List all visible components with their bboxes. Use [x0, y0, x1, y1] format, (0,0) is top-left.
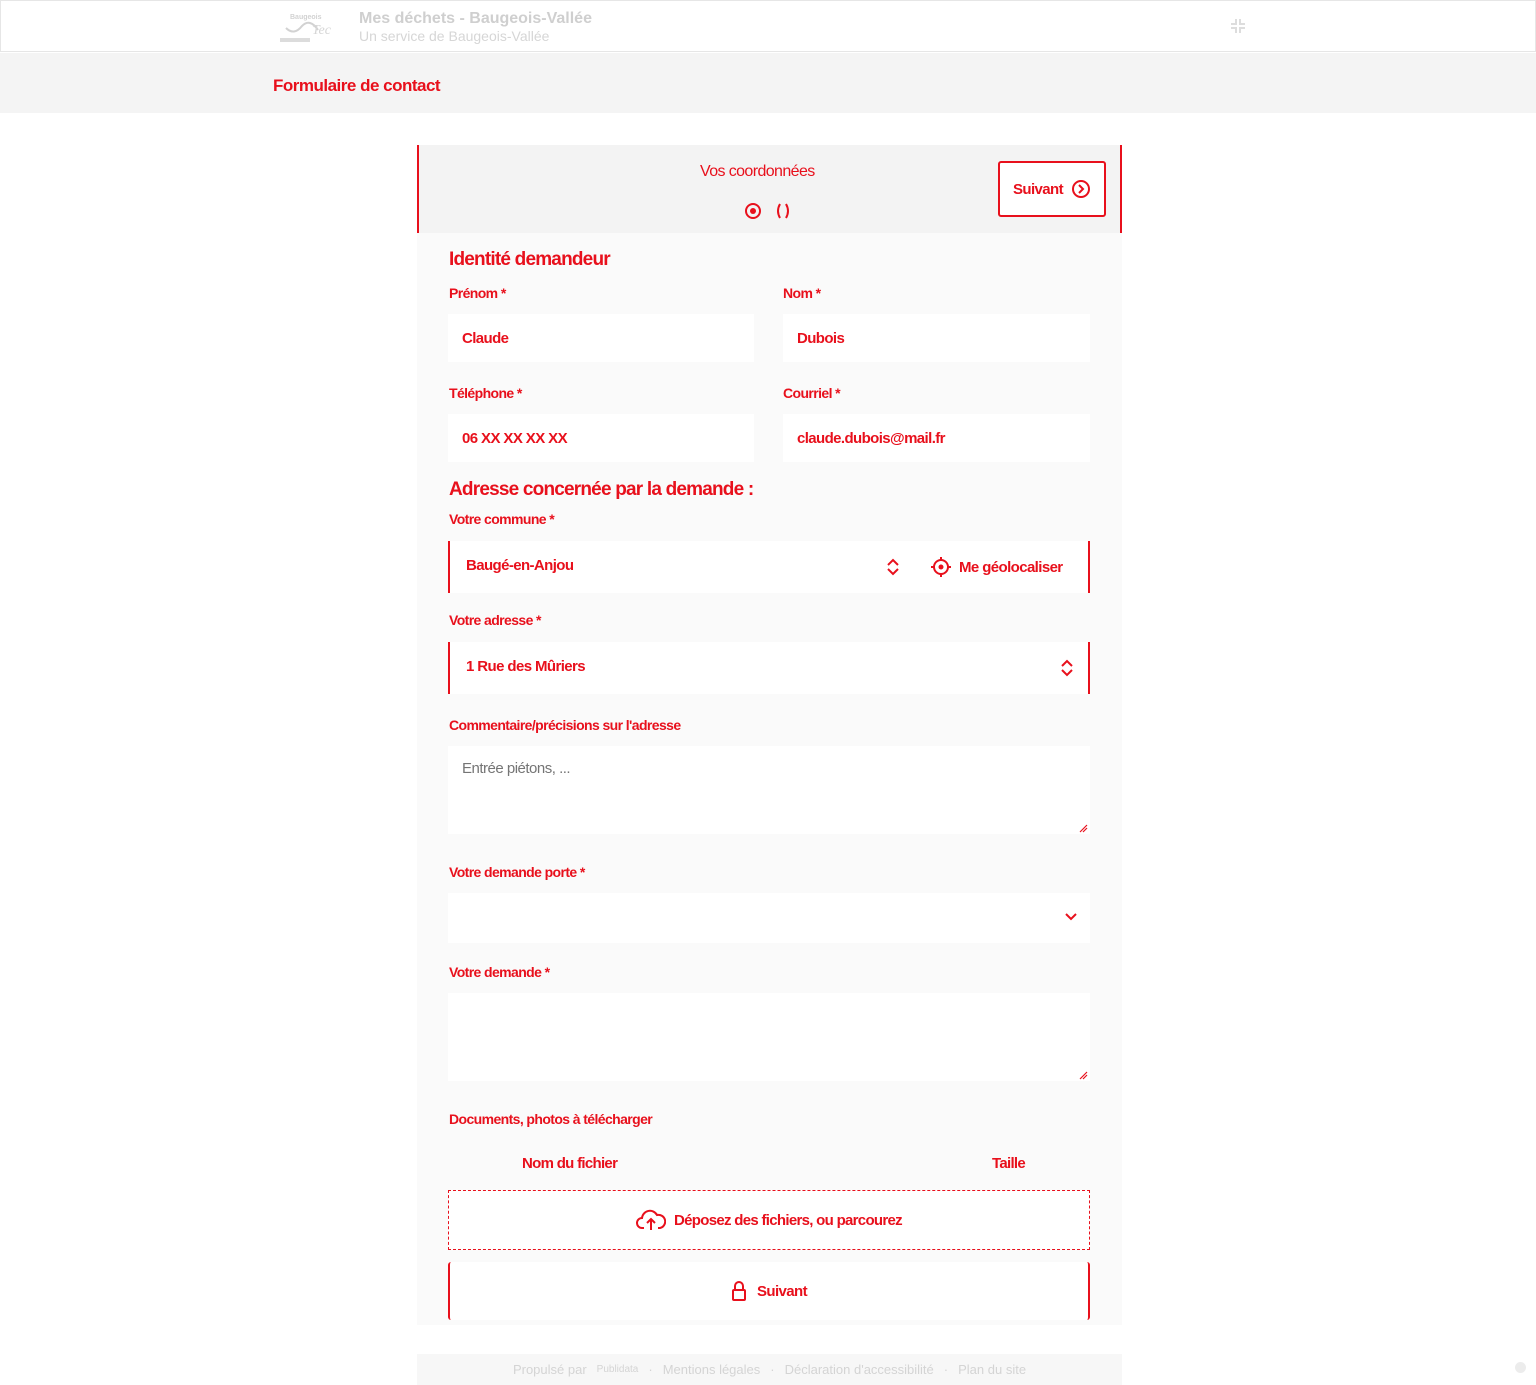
commune-label: Votre commune *	[449, 511, 555, 527]
step-dot-active-icon[interactable]	[744, 202, 762, 220]
logo[interactable]: Baugeois Tec	[276, 8, 346, 44]
next-button-label: Suivant	[1013, 180, 1064, 198]
footer-link-sitemap[interactable]: Plan du site	[958, 1362, 1027, 1377]
courriel-input[interactable]	[783, 414, 1090, 462]
resize-handle-icon[interactable]	[1078, 1070, 1088, 1080]
cloud-upload-icon	[636, 1209, 667, 1230]
adresse-label: Votre adresse *	[449, 612, 542, 628]
corner-indicator	[1515, 1362, 1526, 1373]
prenom-label: Prénom *	[449, 285, 506, 301]
adresse-value: 1 Rue des Mûriers	[466, 658, 586, 675]
top-bar	[0, 0, 1536, 52]
request-textarea[interactable]	[448, 993, 1090, 1081]
documents-heading: Documents, photos à télécharger	[449, 1111, 653, 1127]
nom-label: Nom *	[783, 285, 821, 301]
updown-icon	[887, 558, 899, 576]
dropzone-label: Déposez des fichiers, ou parcourez	[674, 1211, 903, 1229]
app-subtitle: Un service de Baugeois-Vallée	[359, 28, 550, 44]
file-dropzone[interactable]: Déposez des fichiers, ou parcourez	[448, 1190, 1090, 1250]
prenom-input[interactable]	[448, 314, 754, 362]
next-bottom-label: Suivant	[757, 1282, 808, 1300]
publidata-link[interactable]: Publidata	[596, 1364, 639, 1375]
chevron-down-icon	[1065, 913, 1077, 921]
footer-link-accessibility[interactable]: Déclaration d'accessibilité	[784, 1362, 934, 1377]
footer: Propulsé par Publidata · Mentions légale…	[417, 1354, 1122, 1385]
collapse-icon[interactable]	[1229, 17, 1247, 35]
separator: ·	[770, 1362, 775, 1377]
column-header-size: Taille	[992, 1155, 1026, 1172]
address-heading: Adresse concernée par la demande :	[449, 479, 754, 500]
footer-link-legal[interactable]: Mentions légales	[662, 1362, 761, 1377]
arrow-right-circle-icon	[1071, 180, 1090, 198]
lock-icon	[732, 1281, 746, 1301]
separator: ·	[648, 1362, 653, 1377]
comment-textarea[interactable]	[448, 746, 1090, 834]
next-button-bottom[interactable]: Suivant	[448, 1262, 1090, 1320]
comment-label: Commentaire/précisions sur l'adresse	[449, 717, 681, 733]
commune-value: Baugé-en-Anjou	[466, 557, 574, 574]
app-title: Mes déchets - Baugeois-Vallée	[359, 10, 592, 27]
step-title: Vos coordonnées	[700, 163, 815, 180]
title-band	[0, 53, 1536, 113]
step-indicator	[744, 202, 792, 220]
step-dot-icon[interactable]	[774, 202, 792, 220]
courriel-label: Courriel *	[783, 385, 841, 401]
geolocate-button[interactable]: Me géolocaliser	[931, 557, 1063, 577]
crosshair-icon	[931, 557, 951, 577]
commune-select[interactable]: Baugé-en-Anjou	[448, 541, 1090, 593]
telephone-input[interactable]	[448, 414, 754, 462]
topic-dropdown[interactable]	[448, 893, 1090, 943]
page-title: Formulaire de contact	[273, 76, 441, 95]
resize-handle-icon[interactable]	[1078, 823, 1088, 833]
powered-by-label: Propulsé par	[512, 1362, 587, 1377]
column-header-name: Nom du fichier	[522, 1155, 618, 1172]
topic-label: Votre demande porte *	[449, 864, 585, 880]
request-label: Votre demande *	[449, 964, 550, 980]
next-button-top[interactable]: Suivant	[998, 161, 1106, 217]
geolocate-label: Me géolocaliser	[959, 558, 1063, 576]
identity-heading: Identité demandeur	[449, 249, 611, 270]
telephone-label: Téléphone *	[449, 385, 522, 401]
updown-icon	[1061, 659, 1073, 677]
svg-text:Baugeois: Baugeois	[290, 14, 322, 21]
nom-input[interactable]	[783, 314, 1090, 362]
adresse-select[interactable]: 1 Rue des Mûriers	[448, 642, 1090, 694]
svg-text:Tec: Tec	[312, 23, 332, 38]
separator: ·	[943, 1362, 949, 1377]
